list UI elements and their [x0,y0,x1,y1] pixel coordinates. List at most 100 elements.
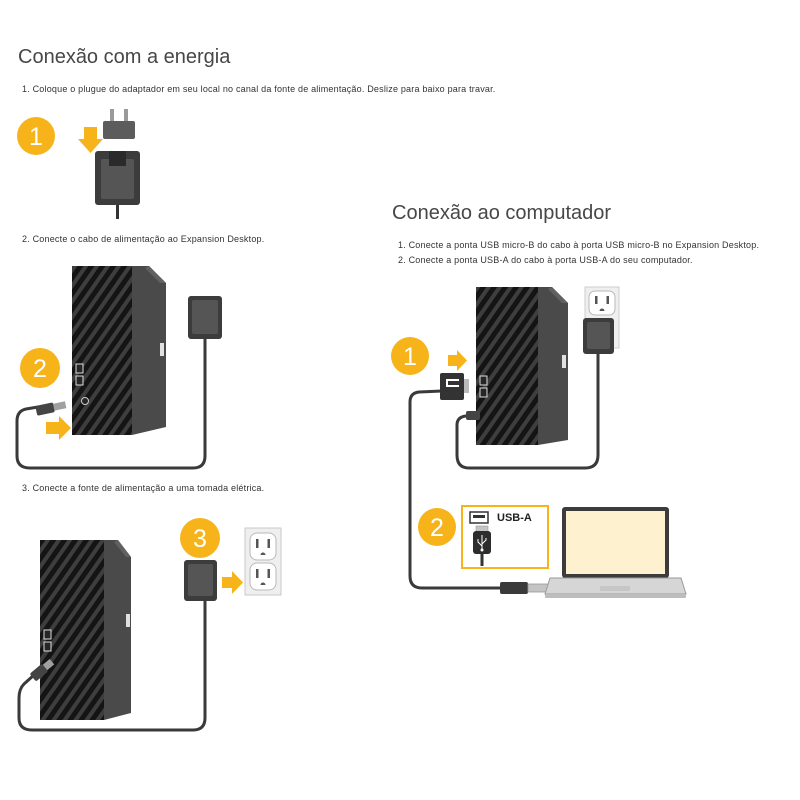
adapter-plug-channel [109,151,126,166]
usb-micro-b-connector-icon [440,373,469,400]
right-arrow-icon [448,350,467,371]
micro-b-tip [464,379,469,393]
usb-a-plug-tip [527,583,549,593]
drive-vent-face [72,266,132,435]
outlet-slot [256,539,259,548]
power-adapter-icon [583,318,614,354]
outlet-ground [260,552,266,555]
power-cable [15,336,207,470]
laptop-base-edge [545,594,686,598]
power-adapter-icon [95,151,140,219]
step-badge-power-2 [20,348,60,388]
plug-prong [124,109,128,123]
outlet-ground [260,582,266,585]
outlet-socket [588,290,616,316]
usb-symbol-branch [481,538,487,545]
laptop-screen [566,511,665,574]
expansion-desktop-drive-icon [72,266,166,435]
connector-tip [53,401,67,411]
step-badge-power-3 [180,518,220,558]
power-adapter-icon [184,560,217,601]
usb-a-plug-body [500,582,528,594]
step-badge-number: 1 [403,343,417,371]
computer-step-2-text: 2. Conecte a ponta USB-A do cabo à porta… [398,255,693,265]
power-connector-icon [35,401,67,416]
drive-usb-micro-b-port [479,375,488,386]
step-badge-computer-1 [391,337,429,375]
drive-edge-highlight [114,540,131,557]
drive-power-plug [466,411,480,420]
outlet-slot [606,296,609,304]
drive-logo-mark [562,355,566,368]
usb-a-label: USB-A [497,512,532,524]
power-step-3-illustration: 3 [17,518,282,732]
adapter-face [188,564,213,596]
plug-prong [110,109,114,123]
outlet-slot [595,296,598,304]
adapter-face [101,159,134,199]
drive-usb-port [75,375,84,386]
outlet-ground [599,308,605,311]
usb-a-port-icon [469,511,489,524]
plug-clip-icon [103,109,135,139]
connector-body [30,664,48,681]
outlet-slot [256,569,259,578]
power-cable [455,352,600,470]
power-step-1-illustration: 1 [17,109,140,219]
outlet-slot [267,569,270,578]
connector-body [35,402,55,416]
right-arrow-icon [222,571,243,594]
drive-edge-highlight [548,287,568,303]
power-step-2-illustration: 2 [15,266,222,470]
plug-clip-body [103,121,135,139]
drive-usb-port [43,641,52,652]
step-badge-computer-2 [418,508,456,546]
computer-connection-illustration: 1 2 USB-A [391,286,687,598]
step-badge-power-1 [17,117,55,155]
drive-vent-face [476,287,538,445]
power-step-1-text: 1. Coloque o plugue do adaptador em seu … [22,84,496,94]
connector-tip [42,658,55,671]
laptop-touchpad [600,586,630,591]
step-badge-number: 3 [193,525,207,553]
usb-a-callout: USB-A [461,505,549,569]
drive-power-port [81,397,89,405]
step-badge-number: 2 [33,355,47,383]
drive-logo-mark [126,614,130,627]
power-section-title: Conexão com a energia [18,46,231,68]
drive-usb-port [43,629,52,640]
down-arrow-icon [78,127,103,153]
drive-usb-port [75,363,84,374]
power-cable [17,598,207,732]
power-step-2-text: 2. Conecte o cabo de alimentação ao Expa… [22,234,265,244]
drive-side-panel [132,266,166,435]
wall-outlet-icon [244,527,282,596]
usb-a-plug-icon [500,582,549,594]
expansion-desktop-drive-icon [466,287,568,445]
usb-a-plug-icon [473,525,491,566]
power-step-3-text: 3. Conecte a fonte de alimentação a uma … [22,483,265,493]
drive-logo-mark [160,343,164,356]
micro-b-marking [446,385,459,387]
computer-step-1-text: 1. Conecte a ponta USB micro-B do cabo à… [398,240,760,250]
adapter-face [192,300,218,334]
outlet-slot [267,539,270,548]
drive-side-panel [104,540,131,720]
right-arrow-icon [46,416,71,440]
usb-symbol-dot [480,548,484,552]
step-badge-number: 1 [29,123,43,151]
drive-edge-highlight [145,266,166,283]
laptop-icon [544,507,687,598]
outlet-socket [249,562,277,591]
usb-cable [408,389,502,590]
drive-side-panel [538,287,568,445]
usb-symbol-icon [477,535,487,549]
micro-b-marking [446,379,448,387]
outlet-socket [249,532,277,561]
computer-section-title: Conexão ao computador [392,202,612,224]
micro-b-marking [446,379,459,381]
expansion-desktop-drive-icon [40,540,131,720]
step-badge-number: 2 [430,514,444,542]
power-adapter-icon [188,296,222,339]
